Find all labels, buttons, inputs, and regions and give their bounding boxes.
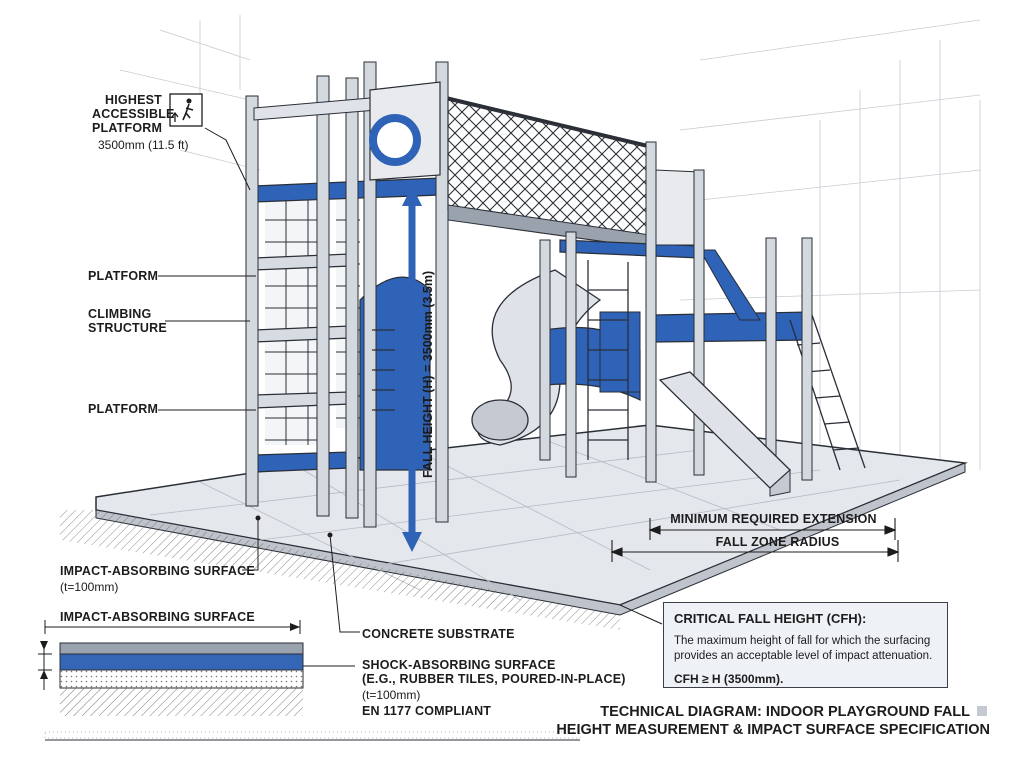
label-highest-line1: HIGHEST xyxy=(105,93,162,107)
label-impact-thickness: (t=100mm) xyxy=(60,580,119,594)
leader-lines xyxy=(158,127,663,667)
label-platform-upper: PLATFORM xyxy=(88,269,159,283)
label-impact-surface: IMPACT-ABSORBING SURFACE xyxy=(60,564,255,578)
left-tower xyxy=(245,61,449,528)
cfh-title: CRITICAL FALL HEIGHT (CFH): xyxy=(674,611,867,626)
footer-title-line2: HEIGHT MEASUREMENT & IMPACT SURFACE SPEC… xyxy=(556,722,990,738)
fall-height-arrow xyxy=(402,186,422,552)
cfh-formula: CFH ≥ H (3500mm). xyxy=(674,672,784,686)
label-fall-zone-radius: FALL ZONE RADIUS xyxy=(715,535,840,549)
label-shock-line1: SHOCK-ABSORBING SURFACE xyxy=(362,658,556,672)
leader-dot-concrete xyxy=(327,532,333,538)
label-shock-thickness: (t=100mm) xyxy=(362,688,421,702)
label-highest-line2: ACCESSIBLE xyxy=(92,107,175,121)
label-shock-line2: (E.G., RUBBER TILES, POURED-IN-PLACE) xyxy=(362,672,626,686)
fall-height-label: FALL HEIGHT (H) = 3500mm (3.5m) xyxy=(421,271,435,478)
label-climbing-line1: CLIMBING xyxy=(88,307,152,321)
ground-hatch xyxy=(60,510,620,630)
label-highest-line3: PLATFORM xyxy=(92,121,163,135)
surface-section-detail xyxy=(38,620,304,716)
label-highest-platform: HIGHEST ACCESSIBLE PLATFORM xyxy=(92,93,175,135)
corner-square xyxy=(977,706,987,716)
cfh-callout: CRITICAL FALL HEIGHT (CFH): The maximum … xyxy=(663,602,948,688)
label-min-extension: MINIMUM REQUIRED EXTENSION xyxy=(670,512,877,526)
leader-dot-impact xyxy=(255,515,261,521)
perspective-guides xyxy=(119,15,981,480)
fall-zone-dimensions xyxy=(610,518,900,562)
label-climbing-line2: STRUCTURE xyxy=(88,321,167,335)
label-concrete-substrate: CONCRETE SUBSTRATE xyxy=(362,627,515,641)
scale-ruler xyxy=(44,731,581,741)
footer-title-line1: TECHNICAL DIAGRAM: INDOOR PLAYGROUND FAL… xyxy=(600,704,970,720)
label-shock-surface: SHOCK-ABSORBING SURFACE (E.G., RUBBER TI… xyxy=(362,658,626,686)
label-en-compliant: EN 1177 COMPLIANT xyxy=(362,704,492,718)
label-highest-height: 3500mm (11.5 ft) xyxy=(98,138,189,152)
person-climbing-icon xyxy=(169,93,203,127)
right-tower xyxy=(539,141,866,497)
label-impact-surface-section: IMPACT-ABSORBING SURFACE xyxy=(60,610,255,624)
label-climbing-structure: CLIMBING STRUCTURE xyxy=(88,307,167,335)
label-platform-lower: PLATFORM xyxy=(88,402,159,416)
cfh-description: The maximum height of fall for which the… xyxy=(674,635,933,662)
net-bridge xyxy=(447,96,651,249)
